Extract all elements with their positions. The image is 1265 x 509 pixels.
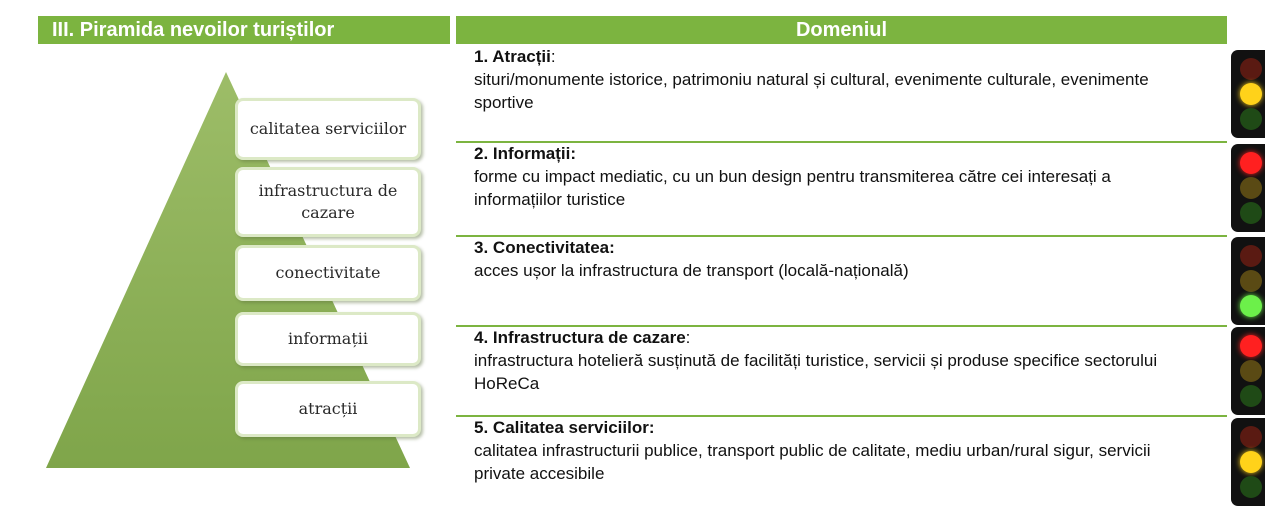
pyramid-level-conectivitate: conectivitate [235,245,421,301]
domain-row-calitatea-serviciilor: 5. Calitatea serviciilor: calitatea infr… [456,415,1227,509]
traffic-light-icon [1231,418,1265,506]
domain-title: 4. Infrastructura de cazare: [474,328,691,347]
traffic-light-icon [1231,144,1265,232]
domain-description: situri/monumente istorice, patrimoniu na… [474,70,1149,112]
domain-title: 5. Calitatea serviciilor: [474,418,655,437]
domain-title: 2. Informații: [474,144,577,163]
domain-row-infrastructura-cazare: 4. Infrastructura de cazare: infrastruct… [456,325,1227,415]
pyramid-level-informatii: informații [235,312,421,366]
needs-pyramid: calitatea serviciilor infrastructura de … [38,72,421,472]
traffic-light-icon [1231,50,1265,138]
domain-description: forme cu impact mediatic, cu un bun desi… [474,167,1111,209]
domain-row-atractii: 1. Atracții: situri/monumente istorice, … [456,46,1227,141]
pyramid-level-atractii: atracții [235,381,421,437]
domain-description: acces ușor la infrastructura de transpor… [474,261,909,280]
pyramid-level-infrastructura-cazare: infrastructura de cazare [235,167,421,237]
pyramid-level-calitatea-serviciilor: calitatea serviciilor [235,98,421,160]
pyramid-header: III. Piramida nevoilor turiștilor [38,16,450,44]
domain-row-informatii: 2. Informații: forme cu impact mediatic,… [456,141,1227,235]
domain-title: 1. Atracții: [474,47,556,66]
domain-row-conectivitate: 3. Conectivitatea: acces ușor la infrast… [456,235,1227,325]
domain-title: 3. Conectivitatea: [474,238,615,257]
pyramid-shape [46,72,410,468]
domain-description: infrastructura hotelieră susținută de fa… [474,351,1158,393]
traffic-light-icon [1231,327,1265,415]
domain-header: Domeniul [456,16,1227,44]
traffic-light-icon [1231,237,1265,325]
domain-description: calitatea infrastructurii publice, trans… [474,441,1151,483]
